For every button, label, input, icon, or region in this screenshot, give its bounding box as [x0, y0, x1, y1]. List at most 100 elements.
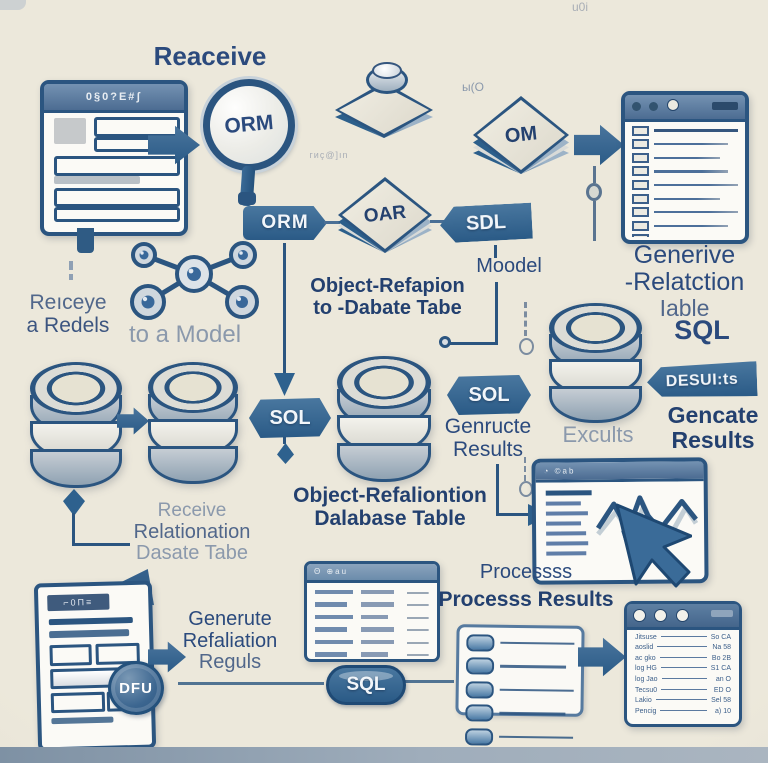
database-icon-right [549, 303, 642, 423]
table-row [632, 166, 738, 176]
connector-sdl-model [494, 245, 497, 258]
molecule-model-icon [130, 241, 259, 320]
pedestal-knob-top [372, 62, 402, 79]
table-row [545, 490, 592, 496]
label-line: to -Dabate Tabe [313, 296, 462, 319]
results-badge: DESUI:ts [646, 361, 757, 400]
label-line: Receive [157, 500, 227, 521]
sql-pill-badge: SQL [326, 665, 406, 705]
model-diamond-icon: OM [473, 96, 569, 174]
doc-header-band: ⌐0Π≡ [47, 593, 110, 612]
table-row [632, 180, 738, 190]
window-dot [666, 99, 679, 111]
flow-arrow-2 [574, 124, 624, 166]
table-row [632, 194, 738, 204]
sql-ribbon-badge: SDL [439, 203, 533, 244]
orm-ribbon-label: ORM [261, 212, 309, 233]
window-titlebar [627, 604, 739, 630]
document-window-top-left: 0§0?E#ʃ [40, 80, 188, 236]
doc-thumbnail [54, 118, 86, 144]
table-row [315, 638, 429, 646]
arrowhead-up [63, 489, 85, 516]
connector-elbow-v [72, 513, 75, 546]
label-line: Generute [188, 608, 272, 630]
table-row [315, 651, 429, 657]
table-row [315, 601, 429, 608]
dfu-badge-label: DFU [119, 679, 153, 697]
label-generate-results-right: Gencate Results [658, 403, 768, 453]
label-line: Object-Refapion [310, 275, 465, 297]
label-corner: u0i [571, 0, 588, 14]
table-row [466, 657, 574, 676]
connector-dashed [524, 302, 527, 336]
window-dot [654, 609, 668, 622]
results-badge-label: DESUI:ts [665, 370, 739, 390]
window-dot [633, 609, 646, 622]
doc-line [54, 188, 180, 207]
doc-line [54, 207, 180, 222]
titlebar-tab [711, 610, 733, 617]
label-line: Processs Results [438, 587, 614, 611]
bottom-strip [0, 747, 768, 763]
orm-lens-label: ORM [223, 110, 275, 139]
label-generate-relation: Generive -Relatction Iable [612, 242, 757, 321]
cursor-icon [615, 503, 692, 588]
label-line: a Redels [26, 313, 110, 337]
label-line: Object-Refaliontion [293, 484, 487, 507]
titlebar-glyphs: ◔ ©ab [543, 466, 576, 476]
titlebar-tab [712, 102, 738, 110]
label-line: Results [452, 437, 524, 461]
label-generate-relation-results: Generute Refaliation Reguls [172, 608, 288, 674]
connector-diamond-sdl [430, 220, 444, 223]
label-line: Dasate Tabe [136, 542, 248, 565]
label-line: -Relatction [624, 268, 745, 296]
sol-badge-center: SOL [447, 375, 531, 415]
orm-ribbon-badge: ORM [243, 206, 327, 240]
database-icon-center [337, 356, 431, 482]
table-row [545, 511, 588, 516]
connector-dash [69, 261, 73, 270]
window-titlebar: Θ ⊕au [307, 564, 437, 583]
results-table-rows [625, 122, 745, 237]
connector-banner-diamond [324, 221, 340, 224]
label-excults: Excults [562, 422, 634, 447]
orm-diamond-icon: OAR [338, 177, 432, 253]
connector-vert-long [283, 243, 286, 373]
connector-chart-v [496, 464, 499, 516]
results-table-window [621, 91, 749, 244]
titlebar-glyphs: Θ ⊕au [314, 567, 349, 576]
label-object-database: Object-Refaliontion Dalabase Table [280, 484, 500, 530]
connector-model-horiz [448, 342, 498, 345]
connector-dash [69, 274, 73, 280]
table-row [546, 521, 582, 526]
label-faint-glyphs: гиç@]ın [309, 150, 349, 160]
sql-pill-label: SQL [346, 674, 386, 695]
table-row [315, 626, 429, 633]
sol-badge-label: SOL [269, 406, 311, 429]
sol-badge-left: SOL [249, 398, 331, 438]
connector-model-dot [439, 336, 451, 348]
table-row [466, 634, 574, 653]
table-row [546, 531, 587, 536]
flow-arrow-4 [578, 637, 626, 677]
orm-diamond-label: OAR [362, 201, 408, 228]
window-dot [675, 609, 689, 622]
doc-line [49, 629, 130, 639]
table-row [545, 501, 581, 506]
query-table-window: Θ ⊕au [304, 561, 440, 662]
label-process: Processss Processs Results [436, 561, 616, 611]
label-line: Reıceye [29, 291, 107, 314]
label-line: Reguls [198, 651, 262, 674]
process-list-card [455, 624, 585, 717]
magnifier-joint [238, 192, 256, 205]
model-diamond-label: OM [503, 121, 539, 148]
label-line: Genructe [444, 415, 532, 438]
connector-chart-h [498, 513, 528, 516]
label-line: Gencate [667, 402, 759, 428]
